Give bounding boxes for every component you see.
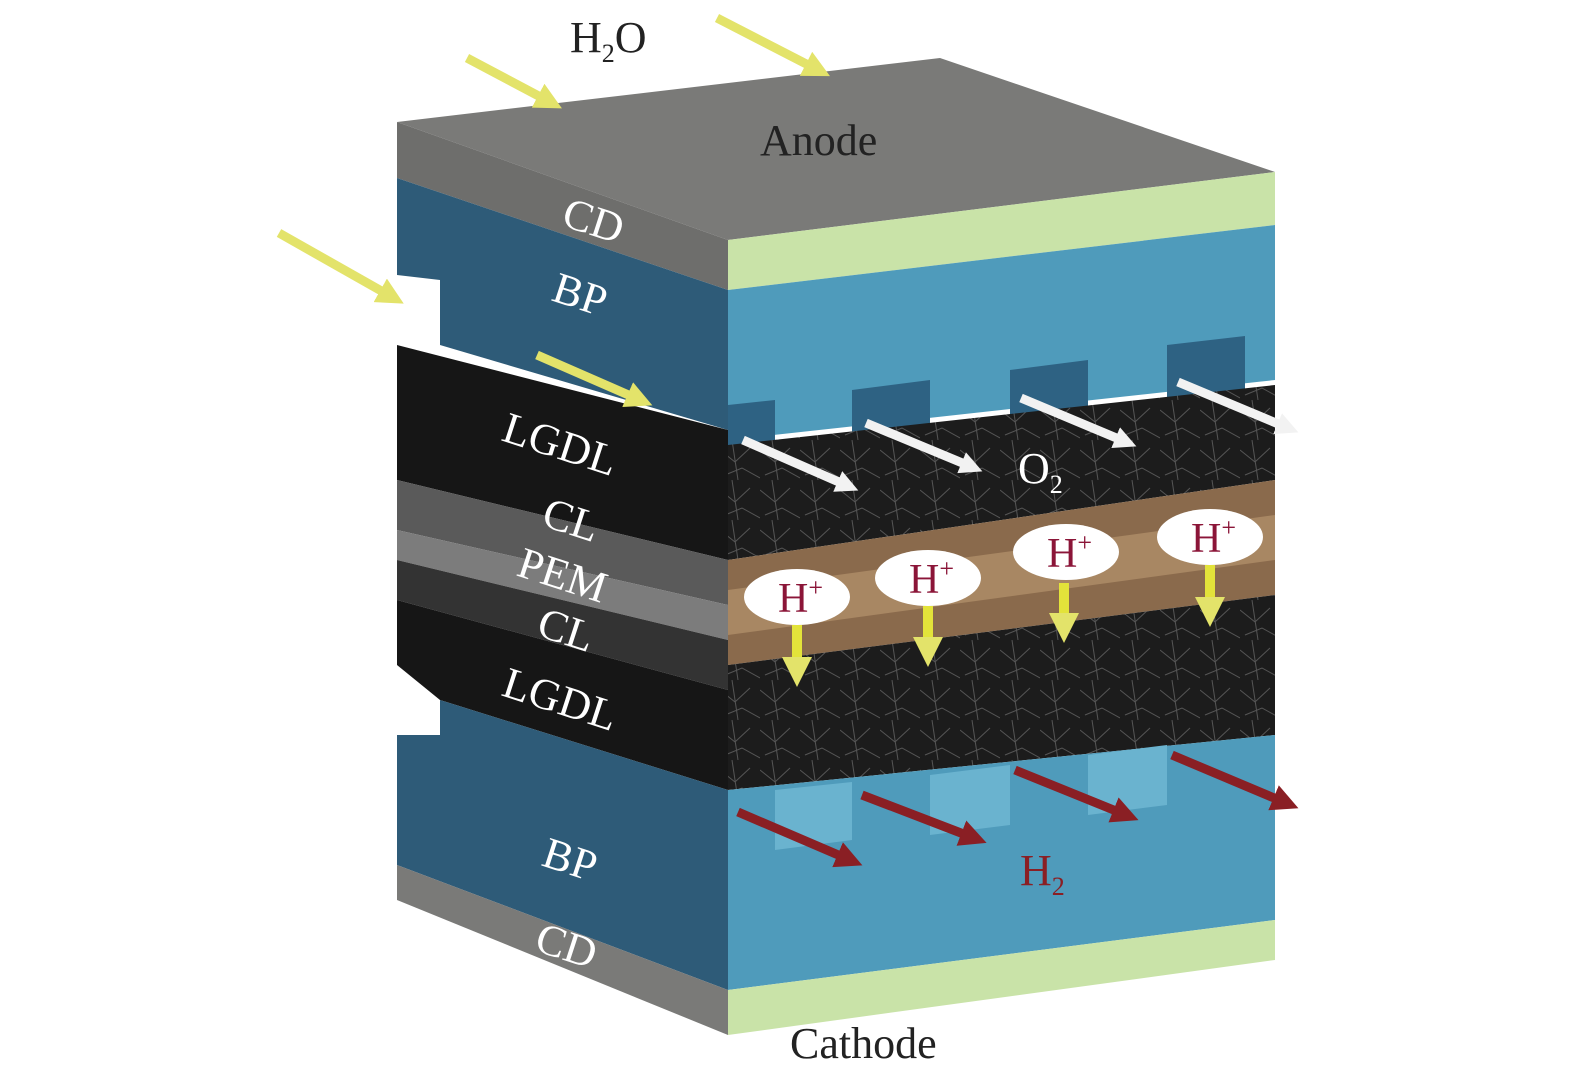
hydrogen-arrow <box>860 790 987 846</box>
proton-label: H+ <box>778 573 823 622</box>
cathode-label: Cathode <box>790 1019 937 1068</box>
proton-label: H+ <box>1191 513 1236 562</box>
lgdl-bottom-front <box>728 595 1275 790</box>
hydrogen-arrow <box>1013 765 1139 823</box>
water-arrow <box>535 350 653 407</box>
bp-top-left <box>397 178 728 430</box>
lgdl-bottom-left <box>397 600 728 790</box>
cl-bottom-left <box>397 560 728 690</box>
cl-top-left <box>397 480 728 605</box>
proton-labels: H+ H+ H+ H+ <box>778 513 1236 622</box>
pem-left <box>397 530 728 640</box>
pem-center-band <box>728 515 1275 635</box>
hydrogen-arrow <box>736 807 863 868</box>
water-arrow <box>714 13 831 77</box>
hydrogen-label: H2 <box>1020 846 1065 901</box>
water-arrow <box>276 229 404 304</box>
water-arrow <box>464 54 562 109</box>
water-label: H2O <box>570 13 647 68</box>
bp-top-front <box>728 225 1275 440</box>
oxygen-arrow <box>1019 393 1137 449</box>
oxygen-label: O2 <box>1018 444 1063 499</box>
hydrogen-arrow <box>1170 750 1299 811</box>
cd-top-front <box>728 172 1275 290</box>
cd-top-left <box>397 122 728 290</box>
bp-bottom-left <box>397 700 728 990</box>
hydrogen-arrows <box>736 750 1299 868</box>
anode-label: Anode <box>760 116 877 165</box>
proton-label: H+ <box>1047 528 1092 577</box>
anode-top-face <box>397 58 1275 240</box>
oxygen-arrow <box>1176 377 1299 435</box>
proton-bubbles <box>744 509 1263 625</box>
oxygen-arrow <box>741 435 859 492</box>
lgdl-top-left <box>397 345 728 560</box>
proton-label: H+ <box>909 554 954 603</box>
oxygen-arrows <box>741 377 1299 492</box>
cd-bottom-front <box>728 920 1275 1035</box>
proton-down-arrows <box>782 565 1225 687</box>
lgdl-top-front <box>728 385 1275 560</box>
water-inlet-arrows <box>276 13 831 407</box>
oxygen-arrow <box>864 418 983 474</box>
cd-bottom-left <box>397 865 728 1035</box>
